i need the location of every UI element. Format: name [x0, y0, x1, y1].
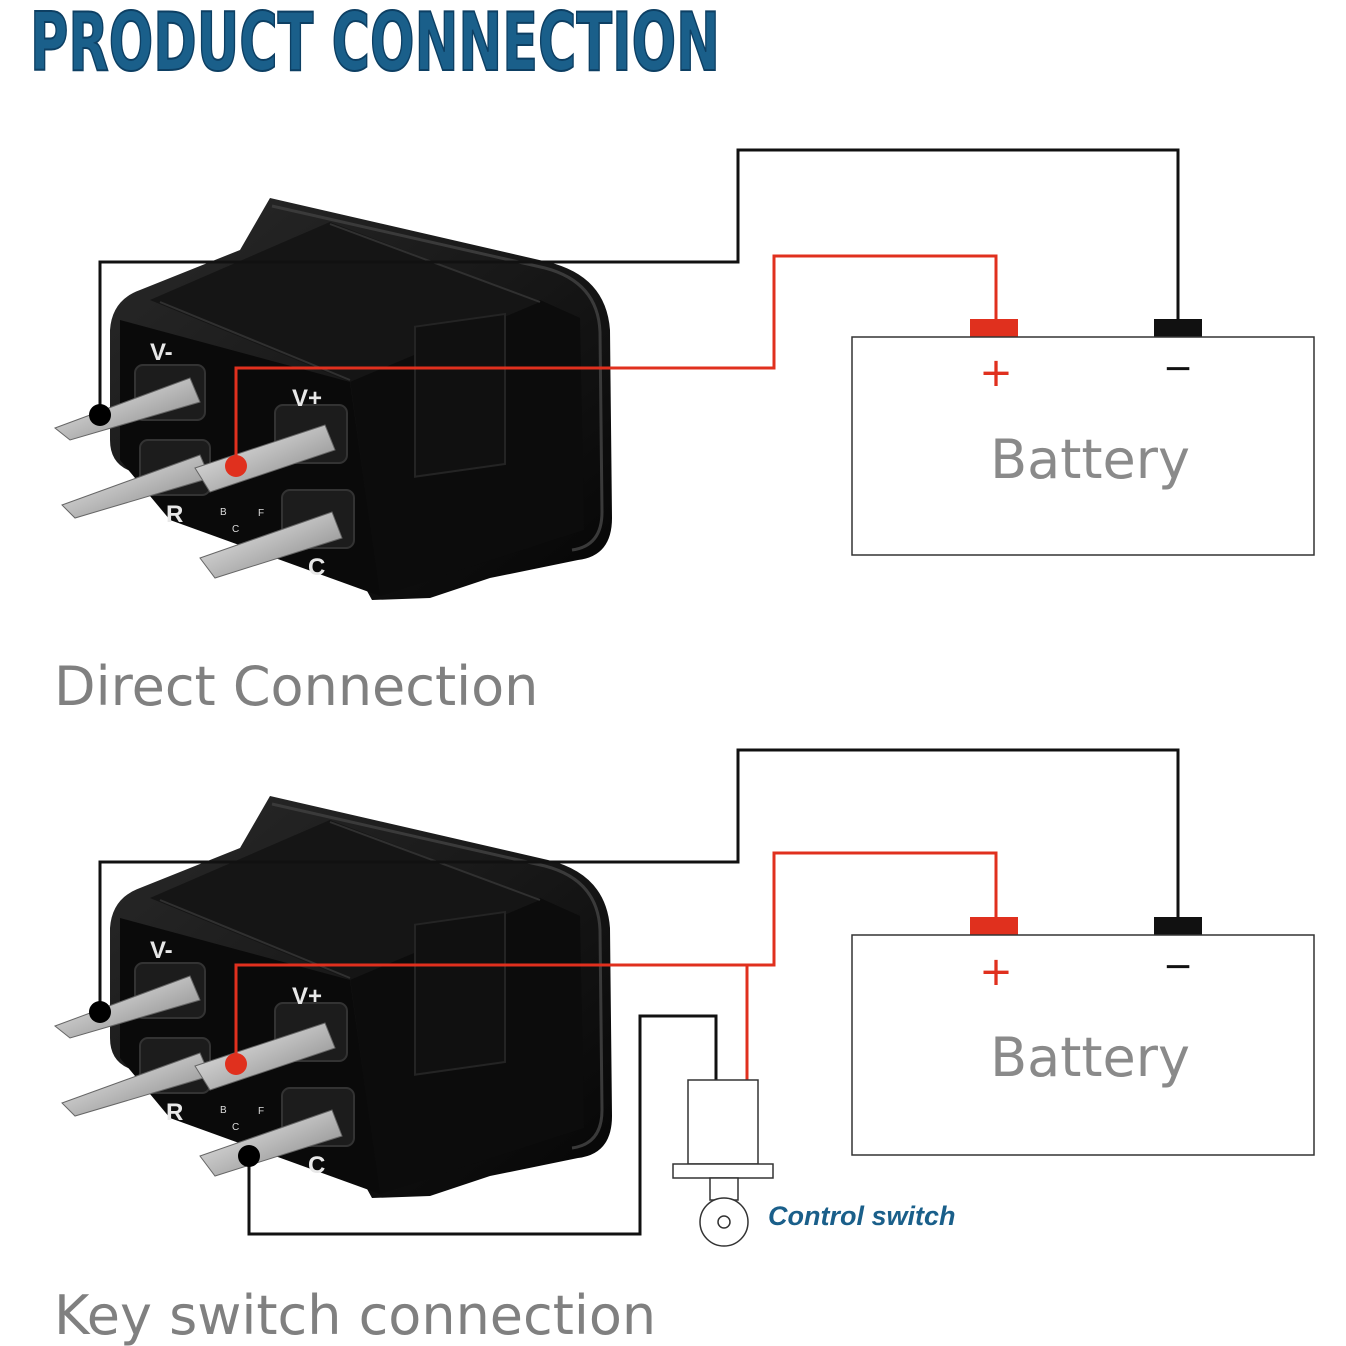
control-switch: Control switch [672, 1079, 956, 1247]
positive-wire [234, 254, 998, 466]
battery: + − Battery [851, 917, 1315, 1156]
pin-label-c: C [308, 1152, 325, 1179]
control-switch-flange [672, 1163, 774, 1179]
negative-terminal-dot [89, 1001, 111, 1023]
pin-label-vplus: V+ [292, 983, 322, 1010]
key-hole-icon [717, 1215, 731, 1229]
positive-terminal-dot [225, 1053, 247, 1075]
control-switch-label: Control switch [768, 1201, 956, 1231]
battery-plus-sign: + [979, 949, 1013, 995]
battery-minus-sign: − [1163, 348, 1193, 389]
pin-label-vplus: V+ [292, 385, 322, 412]
section-label: Direct Connection [54, 655, 538, 718]
battery-label: Battery [990, 1026, 1190, 1089]
pin-label-c: C [308, 554, 325, 581]
negative-wire [98, 748, 1180, 1012]
pin-label-r: R [166, 501, 183, 528]
control-wire [247, 1014, 718, 1236]
battery-plus-sign: + [979, 350, 1013, 396]
control-switch-body [687, 1079, 759, 1165]
section-label: Key switch connection [54, 1284, 656, 1346]
voltage-meter-image [53, 794, 614, 1200]
control-switch-shaft [709, 1177, 739, 1201]
battery-negative-post [1154, 917, 1202, 935]
control-terminal-dot [238, 1145, 260, 1167]
battery-positive-post [970, 319, 1018, 337]
battery-negative-post [1154, 319, 1202, 337]
battery: + − Battery [851, 319, 1315, 556]
battery-body [851, 934, 1315, 1156]
battery-minus-sign: − [1163, 946, 1193, 987]
negative-terminal-dot [89, 404, 111, 426]
positive-terminal-dot [225, 455, 247, 477]
battery-positive-post [970, 917, 1018, 935]
page-title: PRODUCT CONNECTION [30, 0, 720, 89]
pin-label-vminus: V- [150, 339, 173, 366]
pin-label-r: R [166, 1099, 183, 1126]
direct-connection-section: V- V+ R C + − Battery Direct Connection [53, 148, 1315, 718]
key-switch-connection-section: V- V+ R C Control switch + − [53, 748, 1315, 1346]
battery-label: Battery [990, 428, 1190, 491]
voltage-meter-image [53, 196, 614, 602]
battery-body [851, 336, 1315, 556]
pin-label-vminus: V- [150, 937, 173, 964]
positive-wire [234, 851, 998, 1064]
negative-wire [98, 148, 1180, 415]
